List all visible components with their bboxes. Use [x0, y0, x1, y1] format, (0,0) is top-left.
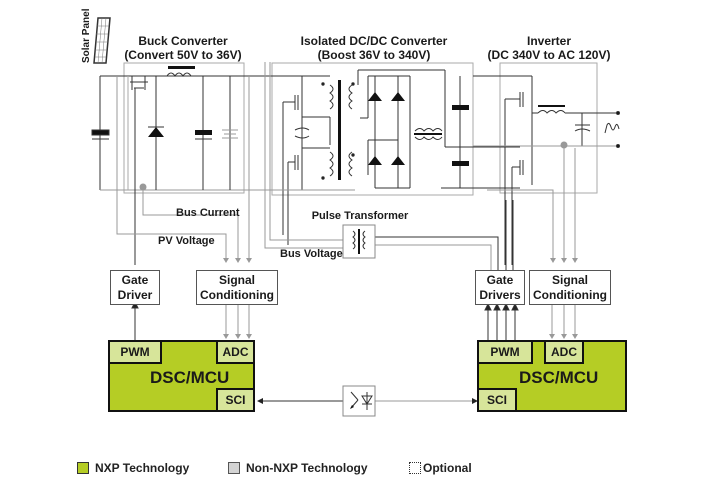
pv-voltage-label: PV Voltage: [158, 235, 215, 247]
inverter-box: [499, 62, 598, 194]
pwm-port-right: PWM: [477, 340, 533, 364]
gate-driver-left-line2: Driver: [117, 287, 153, 302]
nxp-swatch: [77, 462, 89, 474]
non-nxp-swatch: [228, 462, 240, 474]
signal-cond-left-line1: Signal: [218, 272, 255, 287]
pwm-port-left: PWM: [108, 340, 162, 364]
pulse-transformer-icon: [342, 224, 376, 259]
signal-cond-left-line2: Conditioning: [200, 287, 274, 302]
sci-port-right: SCI: [477, 388, 517, 412]
signal-cond-right-line1: Signal: [551, 272, 588, 287]
adc-port-right: ADC: [544, 340, 584, 364]
gate-drivers-right-line1: Gate: [486, 272, 514, 287]
ac-sine-icon: [604, 122, 620, 134]
isolated-subtitle: (Boost 36V to 340V): [318, 48, 431, 62]
pulse-transformer-label: Pulse Transformer: [312, 210, 409, 222]
gate-driver-left-line1: Gate: [121, 272, 149, 287]
pwm-lines: [131, 300, 519, 340]
dsc-mcu-right-title: DSC/MCU: [519, 368, 599, 387]
legend-nxp-label: NXP Technology: [95, 461, 190, 475]
sci-port-left: SCI: [216, 388, 255, 412]
bus-voltage-label: Bus Voltage: [280, 248, 343, 260]
optocoupler-icon: [342, 385, 376, 417]
signal-cond-right-line2: Conditioning: [533, 287, 607, 302]
legend-non-nxp: Non-NXP Technology: [228, 461, 368, 475]
solar-panel-label: Solar Panel: [81, 8, 92, 63]
dsc-mcu-left: PWM ADC DSC/MCU SCI: [108, 340, 255, 412]
legend-nxp: NXP Technology: [77, 461, 189, 475]
inverter-circuit: [473, 75, 620, 265]
buck-title: Buck Converter: [138, 34, 228, 48]
buck-circuit: [91, 66, 272, 265]
bus-current-label: Bus Current: [176, 207, 240, 219]
sci-link: [257, 398, 478, 404]
solar-panel-icon: [93, 17, 111, 64]
dsc-mcu-left-title: DSC/MCU: [150, 368, 230, 387]
inverter-subtitle: (DC 340V to AC 120V): [488, 48, 611, 62]
legend-optional-label: Optional: [423, 461, 472, 475]
isolated-converter-box: [271, 62, 474, 196]
buck-converter-box: [123, 62, 245, 194]
isolated-dcdc-circuit: [272, 69, 520, 245]
isolated-title: Isolated DC/DC Converter: [301, 34, 448, 48]
dsc-mcu-right: PWM ADC DSC/MCU SCI: [477, 340, 627, 412]
adc-port-left: ADC: [216, 340, 255, 364]
gate-drivers-right-line2: Drivers: [479, 287, 521, 302]
optional-swatch: [409, 462, 421, 474]
signal-wires: [116, 62, 576, 338]
arrowheads: [223, 258, 578, 339]
legend-optional: Optional: [409, 461, 472, 475]
inverter-title: Inverter: [527, 34, 571, 48]
legend-non-nxp-label: Non-NXP Technology: [246, 461, 368, 475]
buck-subtitle: (Convert 50V to 36V): [124, 48, 241, 62]
